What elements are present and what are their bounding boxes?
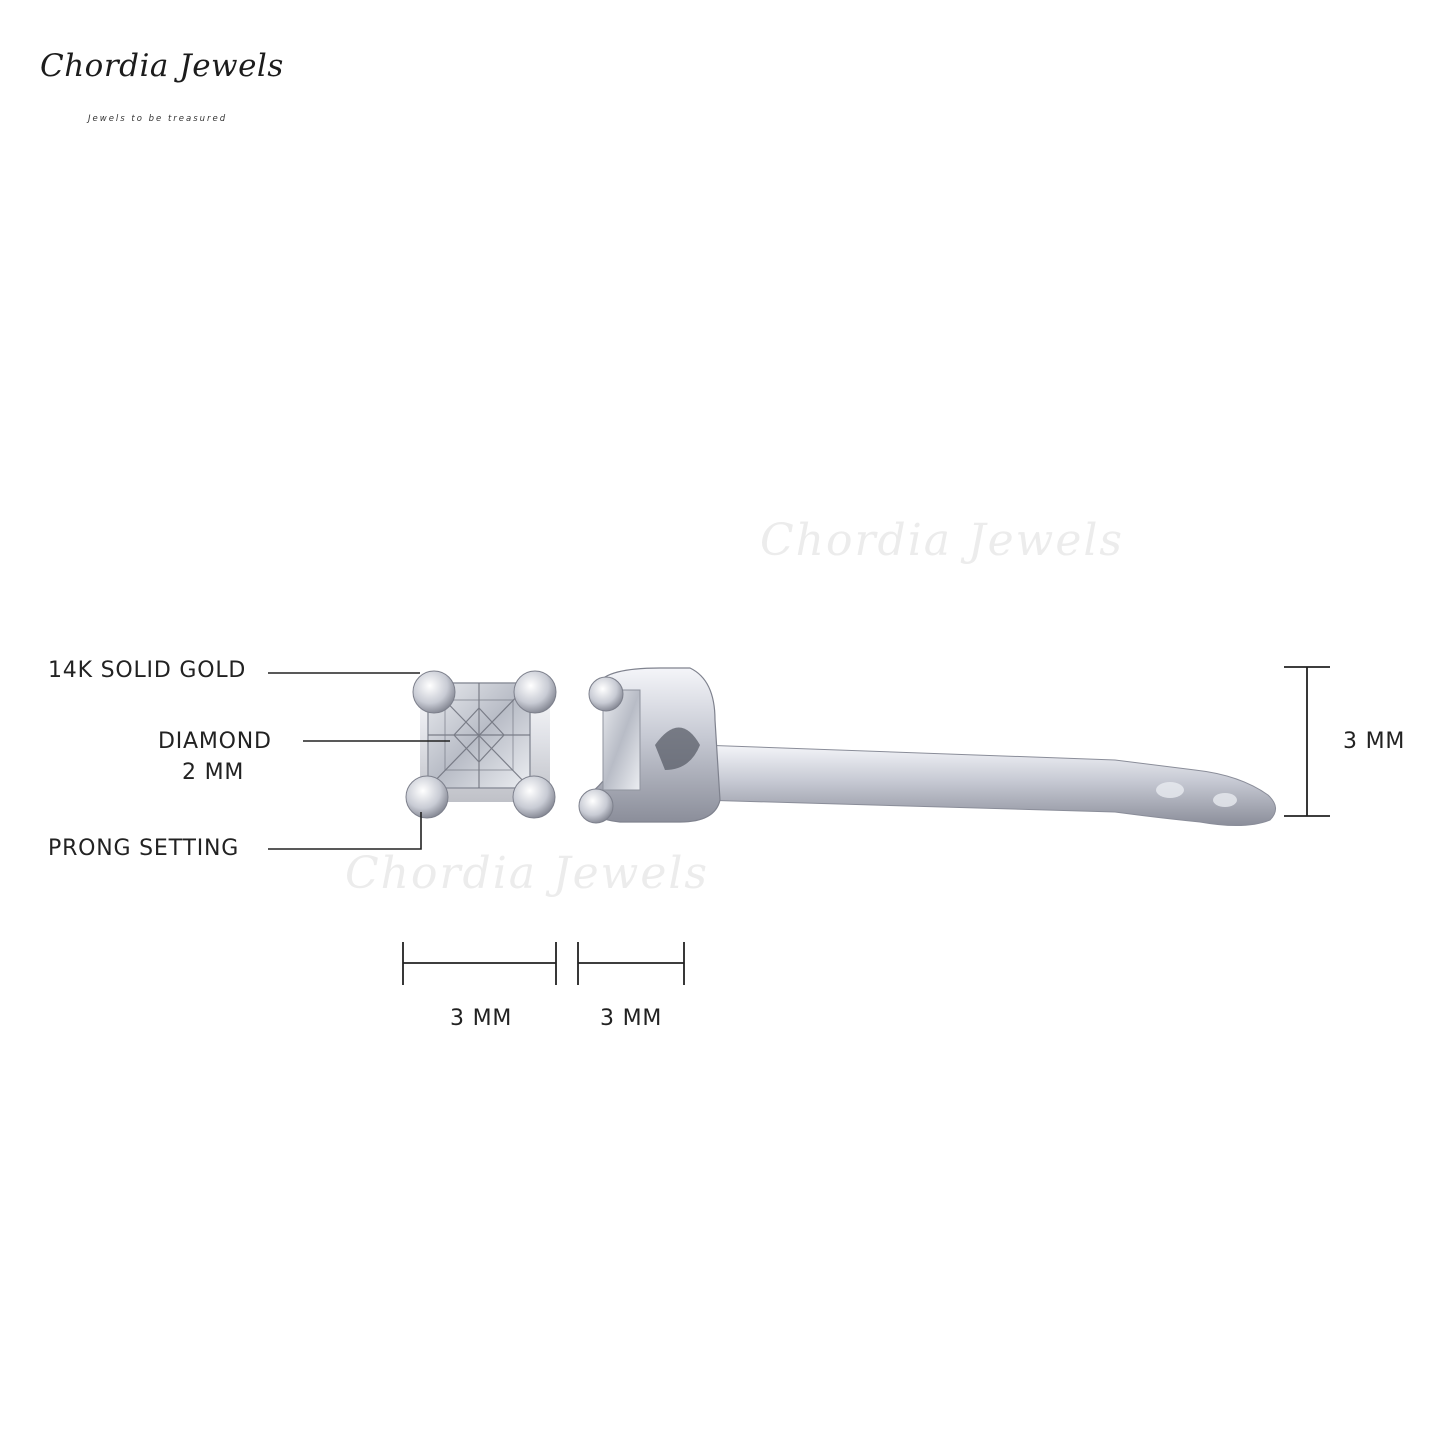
brand-name: Chordia Jewels <box>40 48 284 84</box>
watermark: Chordia Jewels <box>760 515 1125 566</box>
metal-label: 14K SOLID GOLD <box>48 658 247 683</box>
side-view-stud <box>578 667 1276 827</box>
watermark: Chordia Jewels <box>345 848 710 899</box>
stone-size-label: 2 MM <box>182 760 245 785</box>
front-width-label: 3 MM <box>450 1006 513 1031</box>
side-width-label: 3 MM <box>600 1006 663 1031</box>
prong <box>412 670 456 714</box>
prong-leader-line <box>268 812 422 850</box>
brand-tagline: Jewels to be treasured <box>88 114 228 124</box>
prong <box>513 670 557 714</box>
side-diamond <box>602 689 641 791</box>
callout-lines <box>268 672 450 850</box>
setting-label: PRONG SETTING <box>48 836 240 861</box>
dimension-lines <box>402 666 1330 985</box>
prong <box>405 775 449 819</box>
earring-post <box>699 744 1276 827</box>
front-view-stud <box>405 670 557 819</box>
stone-label: DIAMOND <box>158 729 272 754</box>
prong <box>578 788 614 824</box>
brand-logo: Chordia Jewels Jewels to be treasured <box>40 48 284 138</box>
setting-gap <box>655 727 700 770</box>
prong <box>512 775 556 819</box>
prong <box>588 676 624 712</box>
height-label: 3 MM <box>1343 729 1406 754</box>
